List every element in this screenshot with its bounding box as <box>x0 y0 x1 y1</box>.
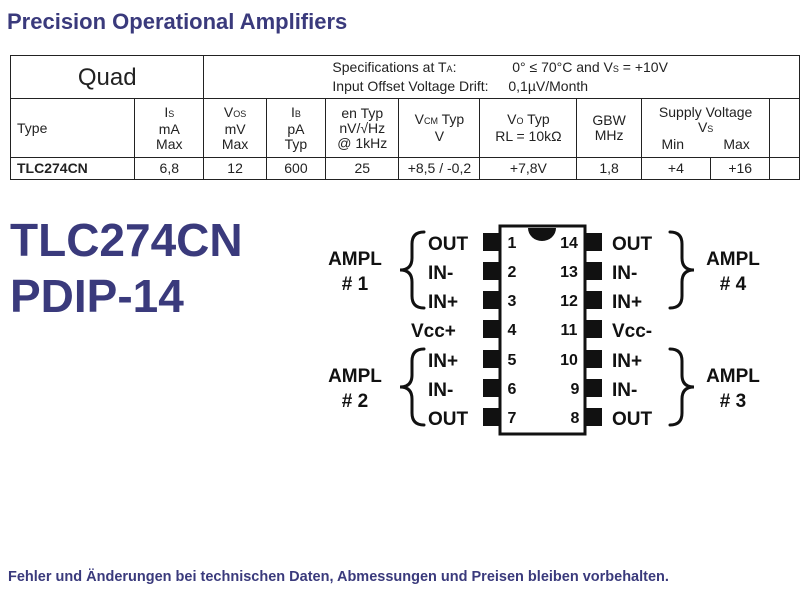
table-row: TLC274CN 6,8 12 600 25 +8,5 / -0,2 +7,8V… <box>9 157 800 180</box>
pin-num-12: 12 <box>560 293 578 310</box>
pin-label-1: OUT <box>428 234 469 255</box>
pin-label-12: IN+ <box>612 292 642 313</box>
spec-line-2: Input Offset Voltage Drift: 0,1µV/Month <box>332 78 589 94</box>
pin1-notch <box>528 228 556 241</box>
ampl1-line2: # 1 <box>342 274 369 295</box>
pin-num-10: 10 <box>560 352 578 369</box>
pin-num-8: 8 <box>571 410 580 427</box>
pin-label-6: IN- <box>428 380 453 401</box>
ampl2-line2: # 2 <box>342 391 368 412</box>
col-header-supply-max: Max <box>723 135 750 152</box>
pin-num-11: 11 <box>561 322 578 339</box>
col-header-supply-min: Min <box>661 135 685 152</box>
cell-extra <box>769 157 800 180</box>
cell-ib: 600 <box>265 157 327 180</box>
brace-ampl4 <box>668 230 695 310</box>
brace-ampl3 <box>668 347 695 427</box>
spec-line-1: Specifications at TA: 0° ≤ 70°C and VS =… <box>332 59 668 75</box>
table-header-row: Type IS mA Max VOS mV Max IB pA Typ en T… <box>9 98 800 158</box>
ampl2-line1: AMPL <box>328 366 382 387</box>
ampl4-line2: # 4 <box>720 274 747 295</box>
cell-vos: 12 <box>203 157 267 180</box>
pin-num-2: 2 <box>508 264 517 281</box>
pin-num-4: 4 <box>508 322 517 339</box>
col-header-supply: Supply Voltage VS Min Max <box>640 98 771 158</box>
pin-label-9: IN- <box>612 380 637 401</box>
left-pin-stubs <box>483 233 500 426</box>
table-group-label: Quad <box>9 55 205 99</box>
pin-num-13: 13 <box>560 264 578 281</box>
cell-en: 25 <box>325 157 400 180</box>
pin-num-7: 7 <box>508 410 517 427</box>
chip-package: PDIP-14 <box>10 270 184 322</box>
page-title: Precision Operational Amplifiers <box>7 9 348 34</box>
spec-table: Quad Specifications at TA: 0° ≤ 70°C and… <box>9 55 800 180</box>
pin-label-14: OUT <box>612 234 653 255</box>
col-header-vo: VO Typ RL = 10kΩ <box>479 98 578 158</box>
pin-label-10: IN+ <box>612 351 642 372</box>
pin-num-3: 3 <box>508 293 517 310</box>
cell-vs-max: +16 <box>709 157 771 180</box>
pin-label-13: IN- <box>612 263 637 284</box>
pin-num-1: 1 <box>508 235 517 252</box>
pin-num-14: 14 <box>560 235 578 252</box>
pin-label-11: Vcc- <box>612 321 652 342</box>
pin-num-5: 5 <box>508 352 517 369</box>
cell-gbw: 1,8 <box>576 157 642 180</box>
pin-label-5: IN+ <box>428 351 458 372</box>
pin-label-2: IN- <box>428 263 453 284</box>
pin-label-8: OUT <box>612 409 653 430</box>
pin-num-9: 9 <box>571 381 580 398</box>
col-header-en: en Typ nV/√Hz @ 1kHz <box>325 98 400 158</box>
pin-num-6: 6 <box>508 381 517 398</box>
cell-vo: +7,8V <box>479 157 578 180</box>
footer-note: Fehler und Änderungen bei technischen Da… <box>8 569 669 585</box>
chip-name: TLC274CN <box>10 214 243 266</box>
cell-vcm: +8,5 / -0,2 <box>398 157 481 180</box>
cell-is: 6,8 <box>134 157 205 180</box>
chip-body <box>498 224 587 436</box>
brace-ampl1 <box>399 230 426 310</box>
ampl4-line1: AMPL <box>706 249 760 270</box>
col-header-gbw: GBW MHz <box>576 98 642 158</box>
ampl3-line1: AMPL <box>706 366 760 387</box>
pin-label-4: Vcc+ <box>411 321 456 342</box>
ampl3-line2: # 3 <box>720 391 746 412</box>
brace-ampl2 <box>399 347 426 427</box>
col-header-vcm: VCM Typ V <box>398 98 481 158</box>
pin-label-7: OUT <box>428 409 469 430</box>
right-pin-stubs <box>585 233 602 426</box>
ampl1-line1: AMPL <box>328 249 382 270</box>
cell-type: TLC274CN <box>9 157 136 180</box>
cell-vs-min: +4 <box>640 157 711 180</box>
pin-label-3: IN+ <box>428 292 458 313</box>
